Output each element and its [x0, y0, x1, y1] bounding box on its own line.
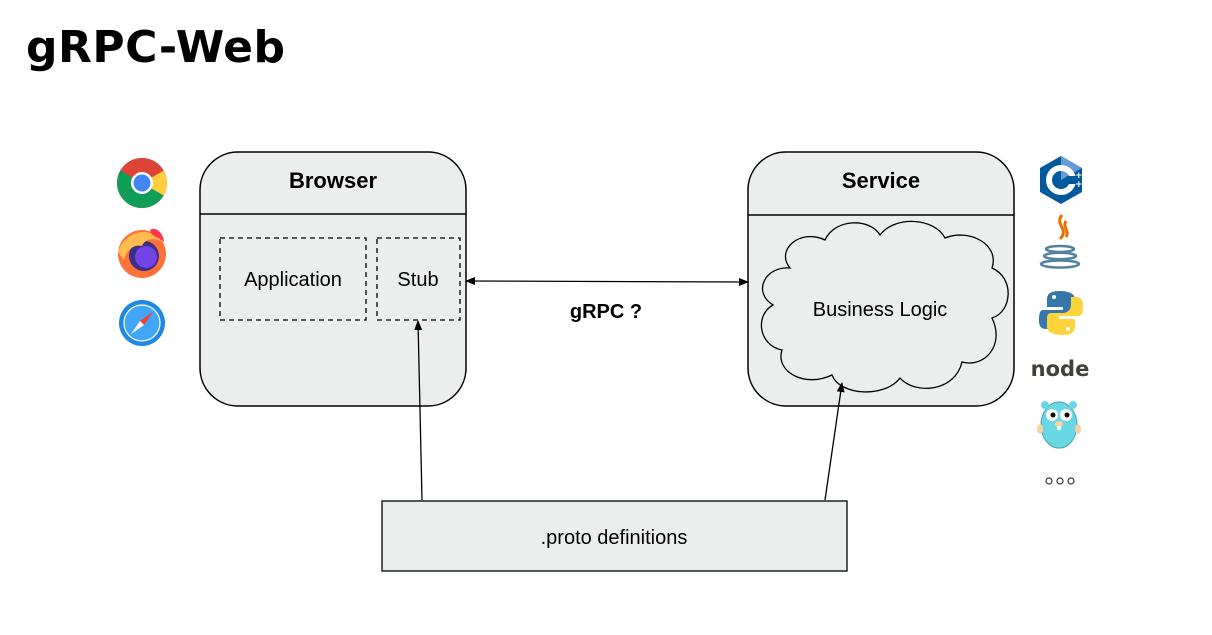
browser-header: Browser — [289, 168, 377, 193]
service-box: Service Business Logic — [747, 151, 1015, 407]
application-label: Application — [244, 269, 342, 291]
node-icon: node — [1031, 357, 1090, 381]
proto-definitions-label: .proto definitions — [541, 527, 688, 549]
stub-box — [376, 237, 461, 321]
python-icon — [1039, 291, 1083, 335]
cpp-icon: + + — [1040, 156, 1083, 204]
firefox-icon — [118, 228, 166, 278]
page-title: gRPC-Web — [26, 22, 286, 73]
proto-to-business-logic-arrow — [824, 382, 845, 501]
proto-definitions-box — [381, 500, 848, 572]
browser-box: Browser Application Stub — [199, 151, 467, 407]
stub-label: Stub — [397, 269, 438, 291]
service-header: Service — [842, 168, 920, 193]
svg-text:+: + — [1075, 171, 1083, 181]
grpc-connection-label: gRPC ? — [570, 301, 642, 323]
application-box — [219, 237, 367, 321]
business-logic-label: Business Logic — [813, 299, 948, 321]
safari-icon — [119, 300, 165, 346]
java-icon — [1039, 214, 1081, 269]
more-icon — [1045, 477, 1075, 485]
go-gopher-icon — [1037, 401, 1081, 449]
proto-to-stub-arrow — [414, 320, 423, 501]
business-logic-cloud — [760, 220, 1009, 393]
grpc-connection-arrow — [465, 277, 749, 286]
node-icon-label: node — [1031, 357, 1090, 381]
svg-text:+: + — [1075, 180, 1083, 190]
chrome-icon — [117, 158, 167, 208]
